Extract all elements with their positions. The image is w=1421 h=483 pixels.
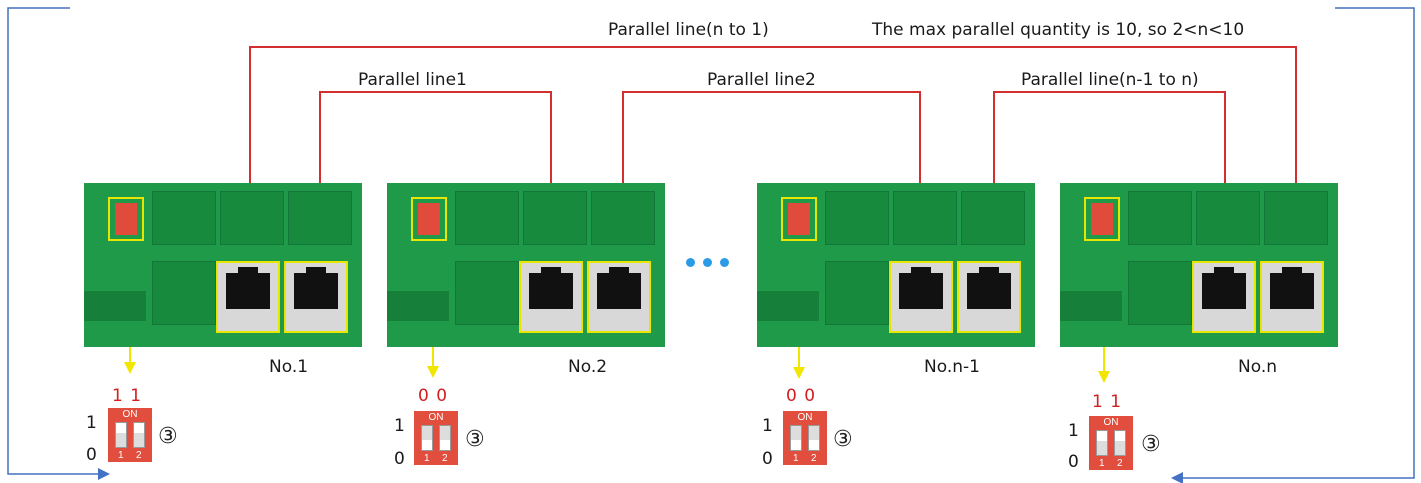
dip-switch-zoom[interactable]: ON 1 2 (783, 411, 827, 465)
row-label-0: 0 (1068, 452, 1079, 472)
row-label-0: 0 (394, 449, 405, 469)
board-label-no1: No.1 (269, 357, 309, 377)
board-no2 (387, 183, 665, 347)
board-no-n-1 (757, 183, 1035, 347)
row-label-0: 0 (86, 445, 97, 465)
rj45-port-in[interactable] (216, 261, 280, 333)
rj45-port-in[interactable] (889, 261, 953, 333)
frame-right-line (1183, 7, 1415, 479)
board-label-no-n: No.n (1238, 357, 1277, 377)
board-label-no-n-1: No.n-1 (924, 357, 980, 377)
board-no-n (1060, 183, 1338, 347)
rj45-port-out[interactable] (587, 261, 651, 333)
step-marker-3: ③ (833, 427, 853, 452)
frame-arrow-left (98, 468, 110, 480)
frame-arrow-right (1171, 472, 1183, 483)
board-no1 (84, 183, 362, 347)
row-label-1: 1 (762, 416, 773, 436)
rj45-port-out[interactable] (284, 261, 348, 333)
step-marker-3: ③ (1141, 432, 1161, 457)
label-line1: Parallel line1 (358, 70, 467, 90)
switch-num-2: 2 (811, 453, 817, 464)
board-label-no2: No.2 (568, 357, 608, 377)
rj45-port-out[interactable] (1260, 261, 1324, 333)
dip-switch-zoom[interactable]: ON 1 2 (414, 411, 458, 465)
dip-state: 1 1 (112, 386, 143, 406)
wire-line2 (622, 91, 921, 270)
dip-state: 0 0 (786, 386, 817, 406)
dip-arrow-2 (427, 345, 439, 378)
board-dip-switch (411, 197, 447, 241)
label-parallel-n-to-1: Parallel line(n to 1) (608, 20, 769, 40)
row-label-0: 0 (762, 449, 773, 469)
switch-num-1: 1 (793, 453, 799, 464)
step-marker-3: ③ (158, 424, 178, 449)
wire-n-to-1 (249, 46, 1297, 270)
row-label-1: 1 (394, 416, 405, 436)
on-label: ON (122, 409, 138, 420)
wire-line1 (319, 91, 552, 270)
label-line-n1-to-n: Parallel line(n-1 to n) (1021, 70, 1199, 90)
dip-switch-zoom[interactable]: ON 1 2 (108, 408, 152, 462)
wire-n1-to-n (993, 91, 1226, 270)
rj45-port-in[interactable] (519, 261, 583, 333)
switch-num-1: 1 (1099, 458, 1105, 469)
label-line2: Parallel line2 (707, 70, 816, 90)
dip-switch-zoom[interactable]: ON 1 2 (1089, 416, 1133, 470)
dip-state: 1 1 (1092, 392, 1123, 412)
rj45-port-out[interactable] (957, 261, 1021, 333)
switch-num-2: 2 (442, 453, 448, 464)
rj45-port-in[interactable] (1192, 261, 1256, 333)
on-label: ON (1103, 417, 1119, 428)
board-dip-switch (781, 197, 817, 241)
board-dip-switch (1084, 197, 1120, 241)
switch-num-1: 1 (118, 450, 124, 461)
label-max-note: The max parallel quantity is 10, so 2<n<… (872, 20, 1245, 40)
switch-num-1: 1 (424, 453, 430, 464)
on-label: ON (428, 412, 444, 423)
row-label-1: 1 (1068, 421, 1079, 441)
switch-num-2: 2 (1117, 458, 1123, 469)
step-marker-3: ③ (465, 427, 485, 452)
ellipsis-dots (686, 254, 737, 272)
switch-num-2: 2 (136, 450, 142, 461)
board-dip-switch (108, 197, 144, 241)
dip-state: 0 0 (418, 386, 449, 406)
frame-left-line (7, 7, 98, 475)
row-label-1: 1 (86, 413, 97, 433)
on-label: ON (797, 412, 813, 423)
